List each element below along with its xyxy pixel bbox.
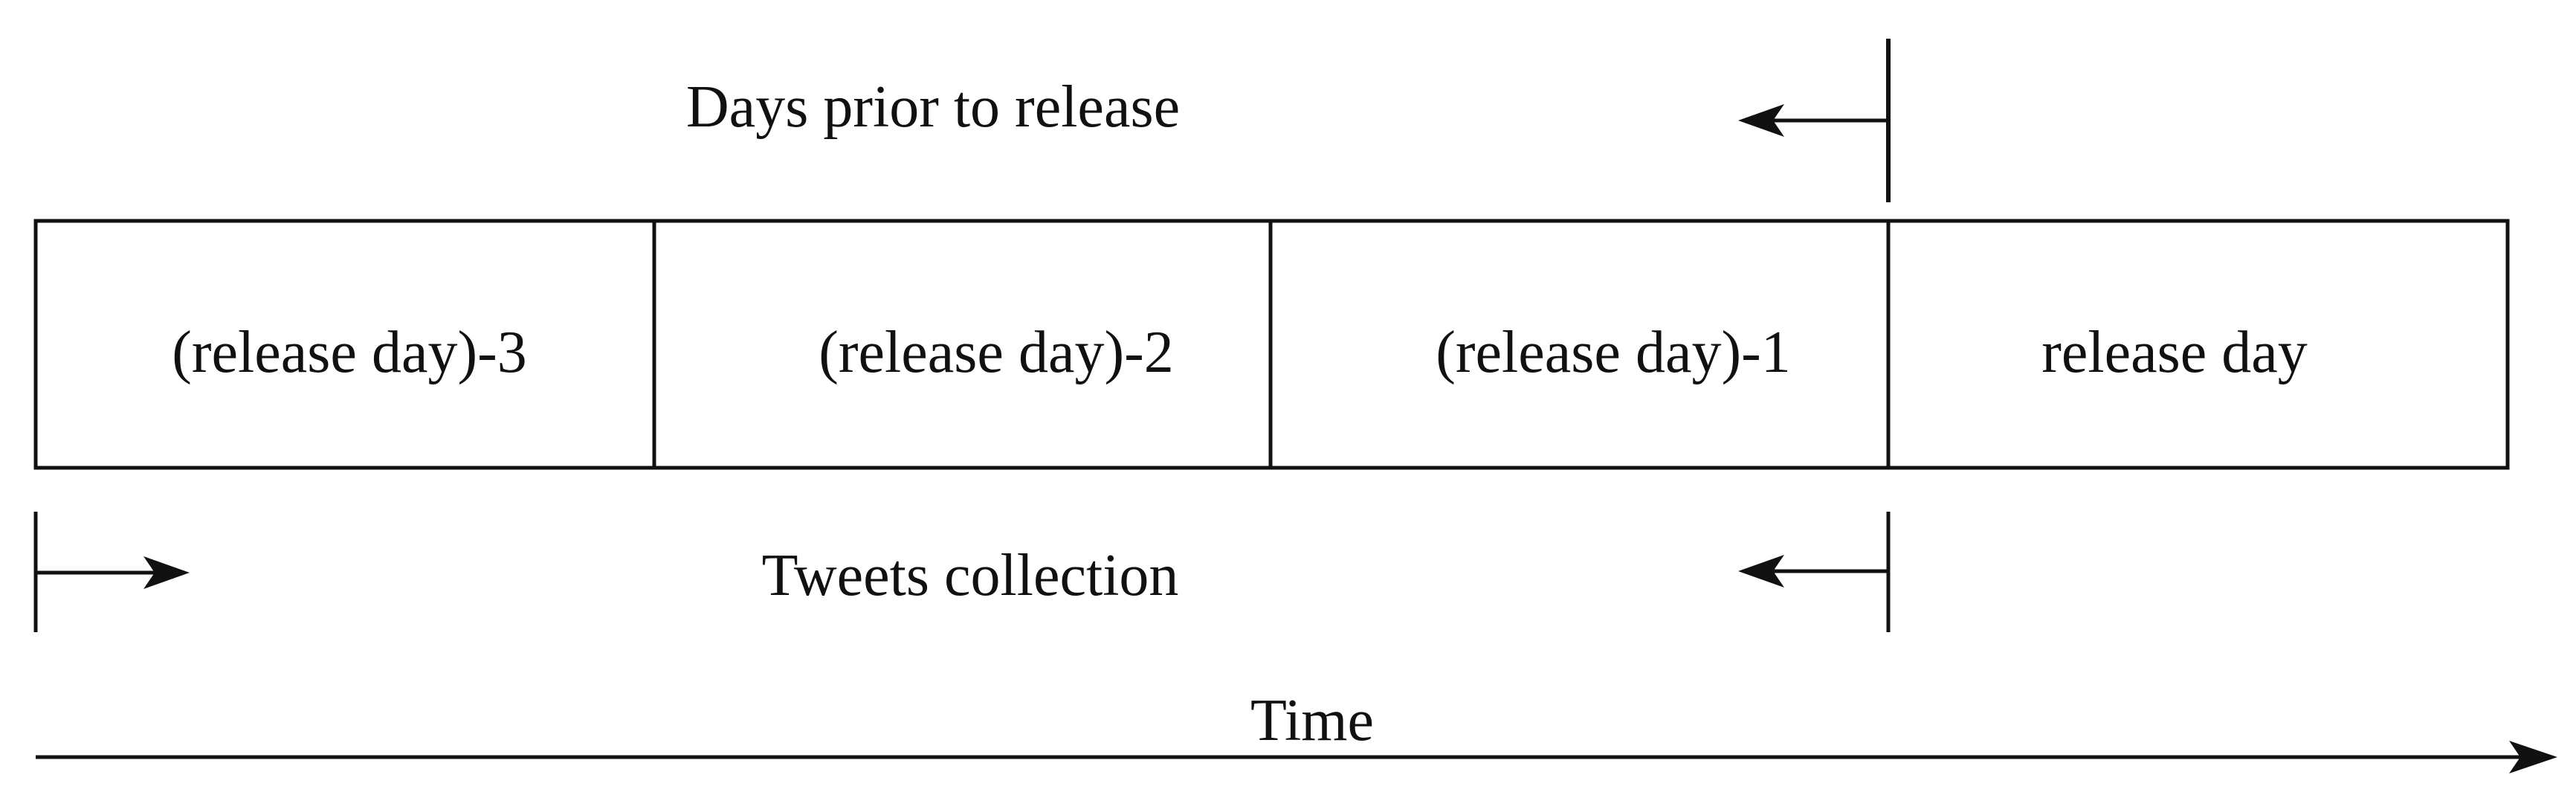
- timeline-cell-label: release day: [2041, 320, 2308, 385]
- timeline-cell-label: (release day)-3: [172, 320, 526, 385]
- days-prior-arrow-icon: [1738, 104, 1888, 137]
- timeline-row: (release day)-3 (release day)-2 (release…: [33, 219, 2510, 470]
- time-axis-label: Time: [1250, 688, 1374, 753]
- timeline-cell-label: (release day)-2: [819, 320, 1173, 385]
- time-axis-arrow-icon: [36, 741, 2557, 773]
- days-prior-label: Days prior to release: [686, 74, 1180, 140]
- collection-end-arrow-icon: [1738, 555, 1888, 588]
- tweets-collection-label: Tweets collection: [762, 543, 1179, 608]
- timeline-cell-label: (release day)-1: [1436, 320, 1790, 385]
- collection-start-arrow-icon: [36, 556, 190, 589]
